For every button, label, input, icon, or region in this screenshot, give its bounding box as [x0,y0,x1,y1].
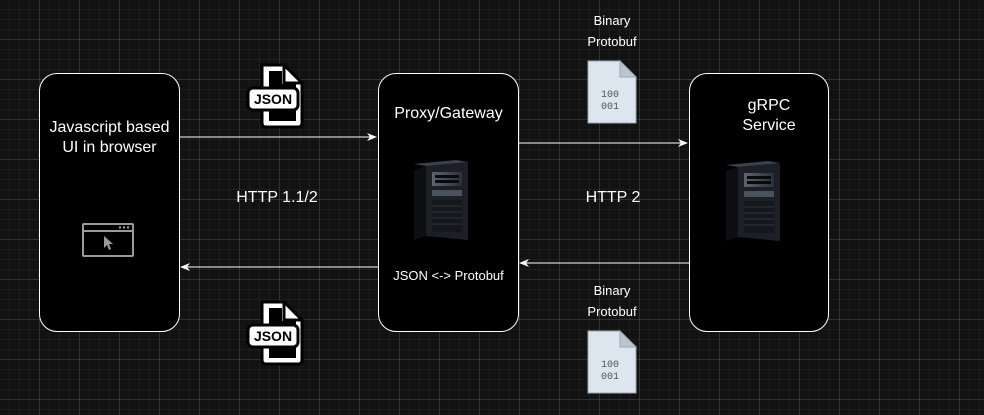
binary-icon-text-line-1: 100 [601,90,619,101]
binary-icon-text-line-2: 001 [601,372,619,383]
binary-file-icon: 100 001 [587,329,638,394]
browser-node-title: Javascript based UI in browser [49,119,170,156]
json-icon-text: JSON [254,91,292,107]
browser-node [39,73,180,332]
server-tower-icon [726,161,780,241]
proxy-node-caption: JSON <-> Protobuf [393,268,504,283]
binary-icon-text-line-1: 100 [601,360,619,371]
http-2-label: HTTP 2 [585,189,641,206]
binary-protobuf-label-top: Binary Protobuf [587,13,637,49]
browser-window-cursor-icon [82,223,134,257]
binary-file-icon: 100 001 [587,59,638,124]
server-tower-icon [414,160,468,240]
json-file-icon: JSON [246,63,304,129]
proxy-node-title: Proxy/Gateway [394,105,503,122]
json-icon-text: JSON [254,328,292,344]
binary-icon-text-line-2: 001 [601,102,619,113]
grpc-node-title: gRPC Service [742,97,796,134]
binary-protobuf-label-bottom: Binary Protobuf [587,283,637,319]
http-1-1-2-label: HTTP 1.1/2 [236,189,318,206]
json-file-icon: JSON [246,300,304,366]
